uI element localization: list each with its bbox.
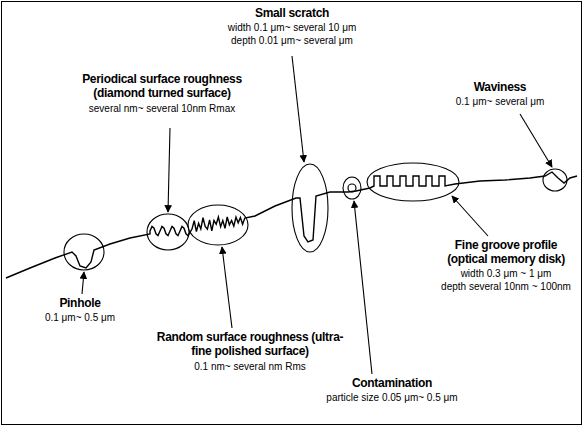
defect-name: Fine groove profile (optical memory disk… bbox=[436, 238, 576, 266]
size-range: depth several 10nm ~ 100nm bbox=[434, 281, 578, 293]
random-ring bbox=[188, 205, 248, 245]
size-range: depth 0.01 μm~ several μm bbox=[192, 35, 392, 47]
size-range: several nm~ several 10nm Rmax bbox=[62, 103, 262, 115]
contamination-particle bbox=[348, 184, 356, 192]
groove-ring bbox=[367, 163, 459, 201]
leader-line bbox=[292, 56, 304, 162]
defect-name: Contamination bbox=[322, 376, 462, 390]
size-range: 0.1 nm~ several nm Rms bbox=[150, 361, 350, 373]
defect-name: Pinhole bbox=[30, 296, 130, 310]
waviness-ring bbox=[543, 169, 567, 191]
leader-line bbox=[168, 128, 170, 212]
surface-profile bbox=[6, 172, 577, 278]
periodic-ring bbox=[147, 214, 189, 250]
defect-name: Periodical surface roughness (diamond tu… bbox=[57, 72, 267, 100]
defect-name: Random surface roughness (ultra-fine pol… bbox=[148, 330, 353, 358]
scratch-ring bbox=[292, 164, 328, 252]
leader-line bbox=[354, 201, 372, 374]
size-range: 0.1 μm~ 0.5 μm bbox=[30, 312, 130, 324]
leader-line bbox=[82, 272, 84, 294]
pinhole-ring bbox=[64, 234, 104, 270]
leader-line bbox=[222, 247, 232, 328]
size-range: particle size 0.05 μm~ 0.5 μm bbox=[307, 392, 477, 404]
defect-name: Waviness bbox=[440, 80, 560, 94]
contamination-ring bbox=[343, 177, 361, 199]
size-range: width 0.3 μm ~ 1 μm bbox=[436, 268, 576, 280]
size-range: 0.1 μm~ several μm bbox=[440, 96, 560, 108]
size-range: width 0.1 μm~ several 10 μm bbox=[192, 22, 392, 34]
leader-line bbox=[520, 114, 552, 167]
defect-name: Small scratch bbox=[192, 6, 392, 20]
leader-line bbox=[452, 196, 488, 236]
